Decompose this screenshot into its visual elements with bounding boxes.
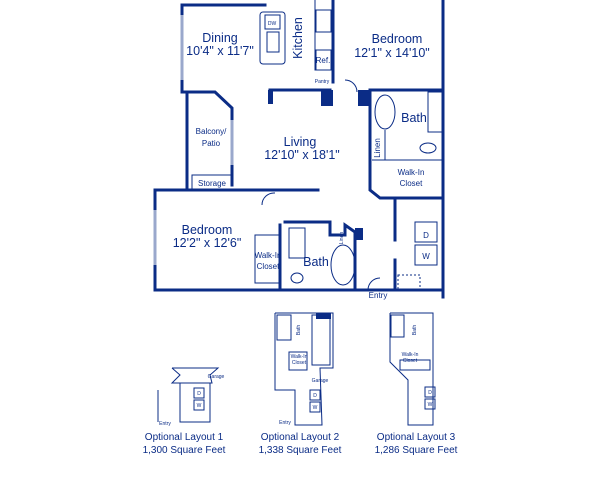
fridge-label: Ref. [316,56,331,65]
optional-layout-captions: Optional Layout 1 1,300 Square Feet Opti… [143,432,458,456]
optional-layout-2-drawing: Bath Walk-In Closet Garage Entry D W [274,312,334,426]
bedroom2-size: 12'2" x 12'6" [173,236,242,250]
layout2-bath: Bath [296,325,302,336]
living-label: Living [284,135,317,149]
entry-label: Entry [369,291,388,300]
storage-label: Storage [198,179,227,188]
layout2-dryer: D [313,393,317,399]
layout2-walkin-line2: Closet [292,360,307,366]
layout3-washer: W [428,402,433,408]
living-size: 12'10" x 18'1" [264,148,340,162]
main-plan-walls [153,0,445,299]
bath2-label: Bath [303,255,329,269]
layout3-dryer: D [428,390,432,396]
layout2-washer: W [313,405,318,411]
layout2-title: Optional Layout 2 [261,432,340,443]
layout1-area: 1,300 Square Feet [143,445,226,456]
layout2-garage: Garage [312,378,329,384]
dishwasher-label: DW [268,21,277,27]
balcony-label-line1: Balcony/ [196,127,227,136]
layout2-entry: Entry [279,420,291,426]
walkin1-label-line1: Walk-In [398,168,425,177]
layout3-bath: Bath [412,325,418,336]
walkin2-label-line1: Walk-In [255,251,282,260]
dryer-label: D [423,231,429,240]
layout1-garage: Garage [208,374,225,380]
bedroom1-size: 12'1" x 14'10" [354,46,430,60]
layout1-dryer: D [197,391,201,397]
layout2-walkin-line1: Walk-In [291,354,308,360]
kitchen-label: Kitchen [291,17,305,59]
bath1-label: Bath [401,111,427,125]
layout3-area: 1,286 Square Feet [375,445,458,456]
main-plan-labels: Dining 10'4" x 11'7" Kitchen DW Ref. Pan… [173,17,431,300]
layout3-title: Optional Layout 3 [377,432,456,443]
bedroom1-label: Bedroom [372,32,423,46]
balcony-label-line2: Patio [202,139,221,148]
optional-layout-1-drawing: Garage Entry D W [157,367,225,427]
linen2-label: Linen [339,232,345,244]
dining-label: Dining [202,31,237,45]
layout3-walkin-line2: Closet [403,358,418,364]
layout2-area: 1,338 Square Feet [259,445,342,456]
linen1-label: Linen [373,138,382,158]
pantry-label: Pantry [315,79,330,85]
layout1-title: Optional Layout 1 [145,432,224,443]
layout3-walkin-line1: Walk-In [402,352,419,358]
bedroom2-label: Bedroom [182,223,233,237]
washer-label: W [422,252,430,261]
layout1-entry: Entry [159,421,171,427]
walkin2-label-line2: Closet [257,262,280,271]
optional-layout-3-drawing: Bath Walk-In Closet D W [389,312,436,426]
dining-size: 10'4" x 11'7" [186,44,254,58]
layout1-washer: W [197,403,202,409]
walkin1-label-line2: Closet [400,179,423,188]
